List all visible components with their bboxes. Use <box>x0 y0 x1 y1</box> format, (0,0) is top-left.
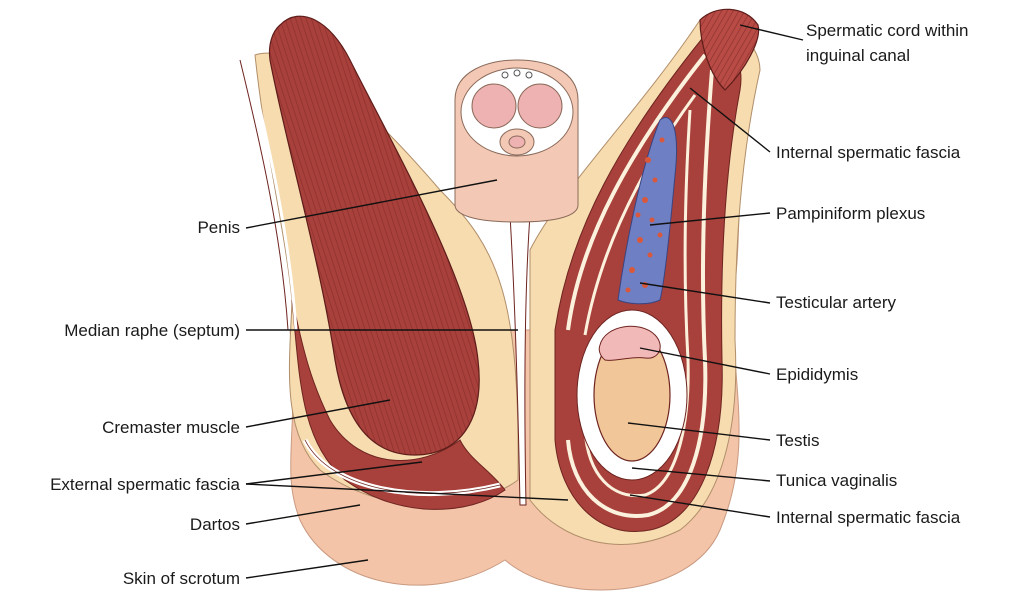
label-internal-spermatic-fascia-top: Internal spermatic fascia <box>776 143 961 162</box>
corpus-cavernosum-left <box>471 83 517 129</box>
epididymis <box>598 325 661 361</box>
leader-lines <box>245 24 804 579</box>
urethra <box>508 135 526 149</box>
label-internal-spermatic-fascia-bottom: Internal spermatic fascia <box>776 508 961 527</box>
label-skin-of-scrotum: Skin of scrotum <box>123 569 240 588</box>
dorsal-vessels <box>501 69 533 79</box>
spermatic-cord <box>699 8 760 91</box>
pampiniform-plexus <box>617 117 678 305</box>
label-pampiniform-plexus: Pampiniform plexus <box>776 204 925 223</box>
left-skin-outline <box>239 59 289 331</box>
corpus-cavernosum-right <box>517 83 563 129</box>
label-dartos: Dartos <box>190 515 240 534</box>
label-median-raphe: Median raphe (septum) <box>64 321 240 340</box>
label-epididymis: Epididymis <box>776 365 858 384</box>
label-testis: Testis <box>776 431 819 450</box>
label-spermatic-cord-line1: Spermatic cord within <box>806 21 969 40</box>
median-raphe-septum <box>509 214 531 506</box>
testicular-artery <box>625 137 665 293</box>
label-cremaster-muscle: Cremaster muscle <box>102 418 240 437</box>
left-outer-muscle-layer <box>291 299 506 510</box>
left-cremaster-muscle <box>268 15 480 456</box>
right-fascia-line-outer <box>566 53 714 518</box>
label-penis: Penis <box>197 218 240 237</box>
label-testicular-artery: Testicular artery <box>776 293 896 312</box>
label-external-spermatic-fascia: External spermatic fascia <box>50 475 240 494</box>
label-spermatic-cord-line2: inguinal canal <box>806 46 910 65</box>
label-tunica-vaginalis: Tunica vaginalis <box>776 471 897 490</box>
